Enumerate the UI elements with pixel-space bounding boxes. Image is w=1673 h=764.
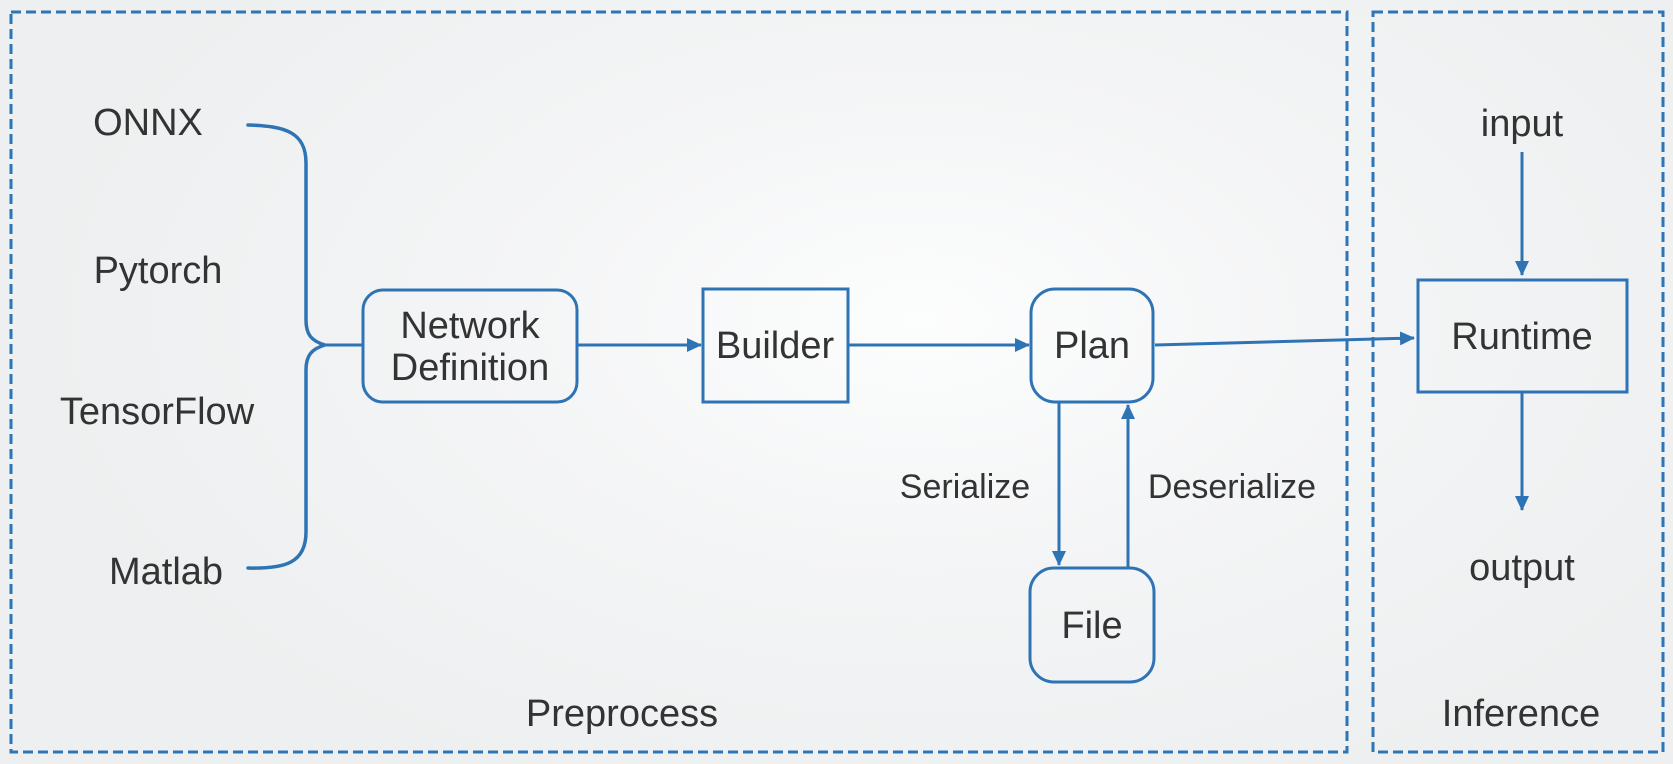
inference-region-label: Inference: [1442, 693, 1600, 735]
network-definition-node: Network Definition: [361, 288, 579, 404]
merge-brace-icon: [246, 123, 327, 570]
network-definition-box: [361, 288, 579, 404]
runtime-box: [1416, 278, 1629, 394]
preprocess-region-border: [9, 10, 1349, 754]
builder-node: Builder: [701, 287, 850, 404]
plan-box: [1029, 287, 1155, 404]
builder-label: Builder: [716, 325, 835, 367]
framework-label-pytorch: Pytorch: [94, 250, 223, 292]
arrow-plan-to-runtime: [1154, 331, 1415, 347]
preprocess-region-label: Preprocess: [526, 693, 718, 735]
framework-label-matlab: Matlab: [109, 551, 223, 593]
file-box: [1028, 566, 1156, 684]
plan-label: Plan: [1054, 325, 1130, 367]
inference-region-border: [1371, 10, 1665, 754]
runtime-label: Runtime: [1451, 316, 1593, 358]
serialize-arrow-label: Serialize: [900, 468, 1030, 506]
framework-label-tensorflow: TensorFlow: [60, 391, 255, 433]
plan-node: Plan: [1029, 287, 1155, 404]
output-label: output: [1469, 547, 1575, 589]
runtime-node: Runtime: [1416, 278, 1629, 394]
deserialize-arrow-label: Deserialize: [1148, 468, 1316, 506]
file-label: File: [1061, 605, 1122, 647]
input-label: input: [1481, 103, 1564, 145]
network-definition-label-line2: Definition: [391, 347, 549, 389]
network-definition-label-line1: Network: [400, 305, 540, 347]
framework-label-onnx: ONNX: [93, 102, 203, 144]
file-node: File: [1028, 566, 1156, 684]
builder-box: [701, 287, 850, 404]
